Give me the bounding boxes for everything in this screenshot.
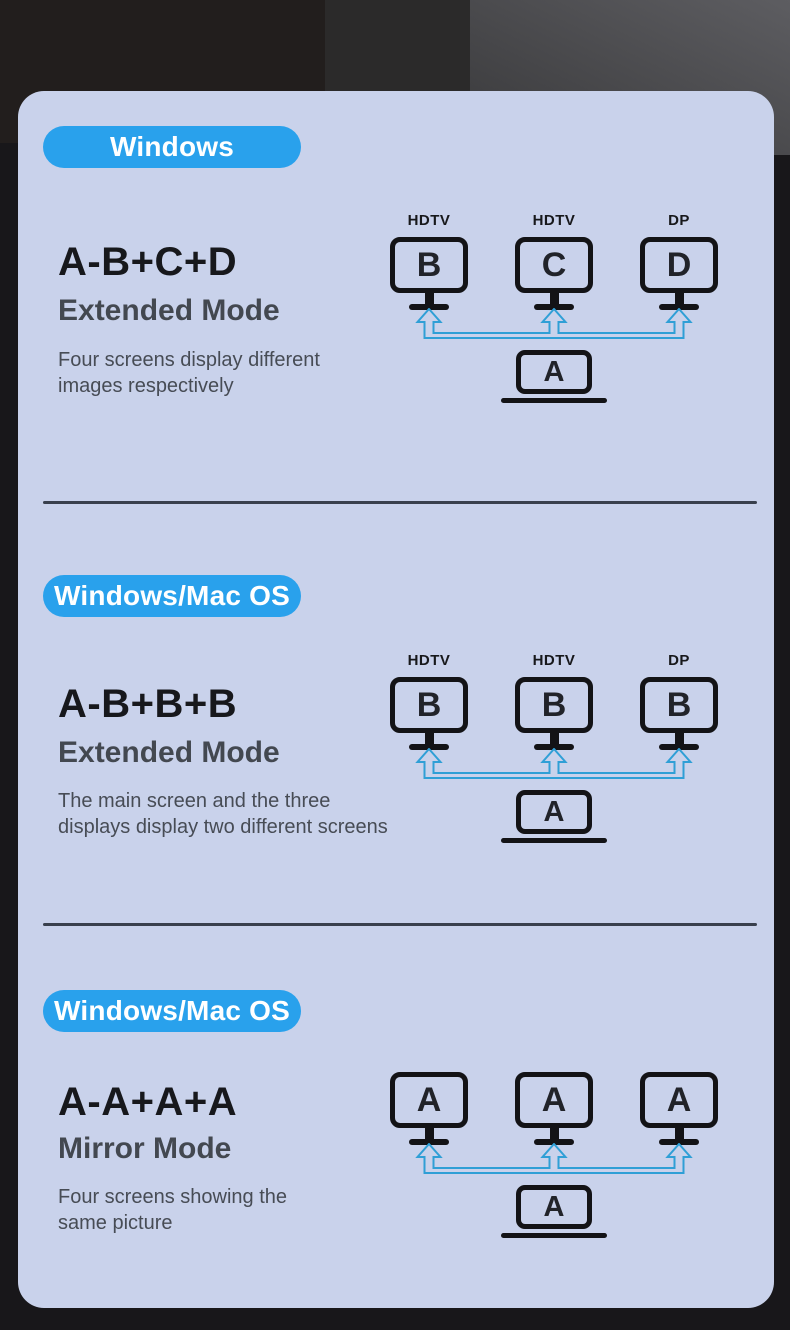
monitor-stand — [424, 733, 434, 745]
monitor-icon: A — [390, 1072, 468, 1128]
os-badge-label: Windows/Mac OS — [54, 995, 290, 1026]
laptop-icon: A — [516, 790, 592, 834]
laptop-base — [501, 838, 607, 843]
monitor-letter: B — [416, 685, 442, 724]
description-line: Four screens showing the — [58, 1186, 288, 1208]
monitor-letter: A — [541, 1080, 567, 1119]
mode-title: Mirror Mode — [58, 1132, 232, 1165]
section-divider — [43, 923, 757, 926]
connection-diagram-3: A A A A — [382, 1047, 726, 1242]
monitor-stand-base — [659, 304, 699, 310]
os-badge-label: Windows/Mac OS — [54, 580, 290, 611]
mode-title: Extended Mode — [58, 736, 280, 769]
monitor-letter: A — [666, 1080, 692, 1119]
monitor-icon: C — [515, 237, 593, 293]
description-line: same picture — [58, 1212, 173, 1234]
laptop-icon: A — [516, 350, 592, 394]
port-label: HDTV — [407, 212, 451, 229]
description-line: displays display two different screens — [58, 816, 388, 838]
source-letter: A — [543, 355, 565, 388]
monitor-icon: A — [640, 1072, 718, 1128]
connection-arrows-icon — [415, 308, 693, 339]
monitor-letter: B — [541, 685, 567, 724]
monitor-stand-base — [409, 304, 449, 310]
port-label: DP — [668, 212, 690, 229]
source-letter: A — [543, 795, 565, 828]
port-label — [374, 1047, 484, 1065]
monitor-stand-base — [659, 1139, 699, 1145]
os-badge-windows-mac: Windows/Mac OS — [43, 990, 301, 1032]
port-label: DP — [668, 652, 690, 669]
monitor-stand-base — [534, 744, 574, 750]
monitor-stand-base — [534, 1139, 574, 1145]
os-badge-windows: Windows — [43, 126, 301, 168]
port-label — [624, 1047, 734, 1065]
description-line: images respectively — [58, 375, 234, 397]
monitor-stand — [424, 293, 434, 305]
monitor-stand — [424, 1128, 434, 1140]
port-label: HDTV — [532, 212, 576, 229]
monitor-letter: B — [416, 245, 442, 284]
monitor-icon: B — [515, 677, 593, 733]
mode-code: A-A+A+A — [58, 1080, 238, 1124]
monitor-icon: B — [640, 677, 718, 733]
monitor-stand — [549, 293, 559, 305]
monitor-stand — [549, 1128, 559, 1140]
laptop-base — [501, 398, 607, 403]
connection-arrows-icon — [415, 748, 693, 779]
laptop-icon: A — [516, 1185, 592, 1229]
monitor-stand — [674, 733, 684, 745]
monitor-stand-base — [534, 304, 574, 310]
mode-description: Four screens showing the same picture — [58, 1184, 287, 1236]
port-label: HDTV — [532, 652, 576, 669]
section-divider — [43, 501, 757, 504]
os-badge-windows-mac: Windows/Mac OS — [43, 575, 301, 617]
connection-diagram-2: HDTV HDTV DP B B B A — [382, 652, 726, 847]
mode-code: A-B+B+B — [58, 682, 238, 726]
mode-description: The main screen and the three displays d… — [58, 788, 388, 840]
description-line: Four screens display different — [58, 349, 320, 371]
monitor-stand-base — [409, 1139, 449, 1145]
content-card: Windows A-B+C+D Extended Mode Four scree… — [18, 91, 774, 1308]
monitor-letter: C — [541, 245, 567, 284]
monitor-icon: B — [390, 237, 468, 293]
source-letter: A — [543, 1190, 565, 1223]
mode-title: Extended Mode — [58, 294, 280, 327]
monitor-stand — [674, 1128, 684, 1140]
monitor-stand-base — [659, 744, 699, 750]
os-badge-label: Windows — [109, 131, 235, 162]
description-line: The main screen and the three — [58, 790, 331, 812]
monitor-icon: A — [515, 1072, 593, 1128]
monitor-letter: B — [666, 685, 692, 724]
monitor-letter: D — [666, 245, 692, 284]
monitor-stand — [549, 733, 559, 745]
mode-code: A-B+C+D — [58, 240, 238, 284]
port-label: HDTV — [407, 652, 451, 669]
monitor-icon: D — [640, 237, 718, 293]
monitor-letter: A — [416, 1080, 442, 1119]
port-label — [499, 1047, 609, 1065]
monitor-icon: B — [390, 677, 468, 733]
connection-arrows-icon — [415, 1143, 693, 1174]
connection-diagram-1: HDTV HDTV DP B C D A — [382, 212, 726, 407]
laptop-base — [501, 1233, 607, 1238]
monitor-stand — [674, 293, 684, 305]
mode-description: Four screens display different images re… — [58, 347, 320, 399]
monitor-stand-base — [409, 744, 449, 750]
